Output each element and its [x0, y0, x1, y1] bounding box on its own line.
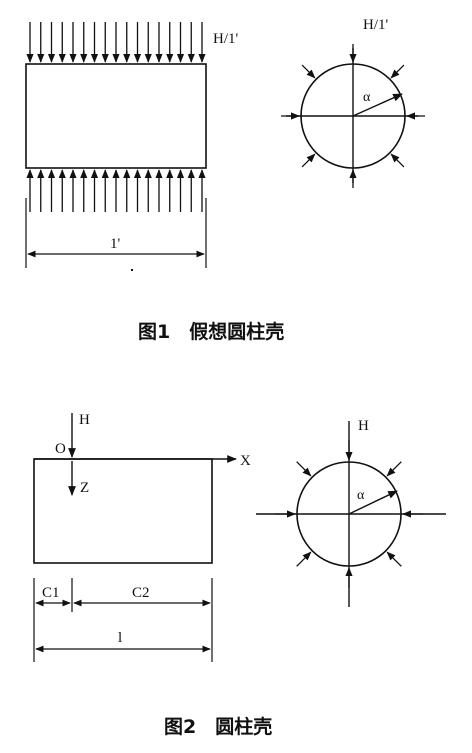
fig2-angle-label: α: [357, 488, 365, 503]
fig2-radius-arrow: [348, 490, 398, 515]
fig1-caption: 图1 假想圆柱壳: [138, 320, 284, 343]
fig1-shell-rectangle: [25, 63, 207, 169]
fig2-radial-load-arrows: [275, 440, 423, 588]
fig2-radial-arrow: [296, 551, 312, 567]
figure-2: X H O Z C1 C2 l α H 图2 圆柱壳: [33, 412, 446, 738]
fig2-force-label: H: [79, 412, 90, 428]
fig2-z-axis-label: Z: [80, 480, 89, 496]
fig2-cross-section: α: [256, 421, 446, 607]
fig2-radial-arrow: [386, 461, 402, 477]
fig2-shell-rectangle: [33, 458, 213, 564]
fig1-circle-load-label: H/1': [363, 17, 389, 33]
figure-1: H/1' 1' α H/1' 图1 假想圆柱壳: [25, 17, 425, 343]
fig1-angle-label: α: [363, 90, 371, 105]
fig2-length-label: l: [118, 630, 122, 646]
fig1-length-label: 1': [110, 236, 121, 252]
fig2-origin-label: O: [55, 441, 66, 457]
fig1-radial-arrow: [301, 153, 316, 168]
fig2-caption: 图2 圆柱壳: [164, 715, 272, 738]
fig1-top-load-arrows: [26, 22, 206, 63]
fig1-bottom-load-arrows: [26, 169, 206, 212]
fig1-dot: [131, 269, 133, 271]
fig2-circle-force-label: H: [358, 418, 369, 434]
fig1-radial-arrow: [301, 64, 316, 79]
fig2-c2-label: C2: [132, 585, 150, 601]
fig1-radial-load-arrows: [281, 44, 425, 188]
fig2-radial-arrow: [296, 461, 312, 477]
fig1-radial-arrow: [390, 153, 405, 168]
fig1-load-label: H/1': [213, 31, 239, 47]
fig2-c1-label: C1: [42, 585, 60, 601]
fig1-radial-arrow: [390, 64, 405, 79]
fig1-radius-arrow: [352, 93, 403, 117]
fig2-x-axis-label: X: [240, 453, 251, 469]
fig1-cross-section: α: [281, 44, 425, 188]
fig2-radial-arrow: [386, 551, 402, 567]
